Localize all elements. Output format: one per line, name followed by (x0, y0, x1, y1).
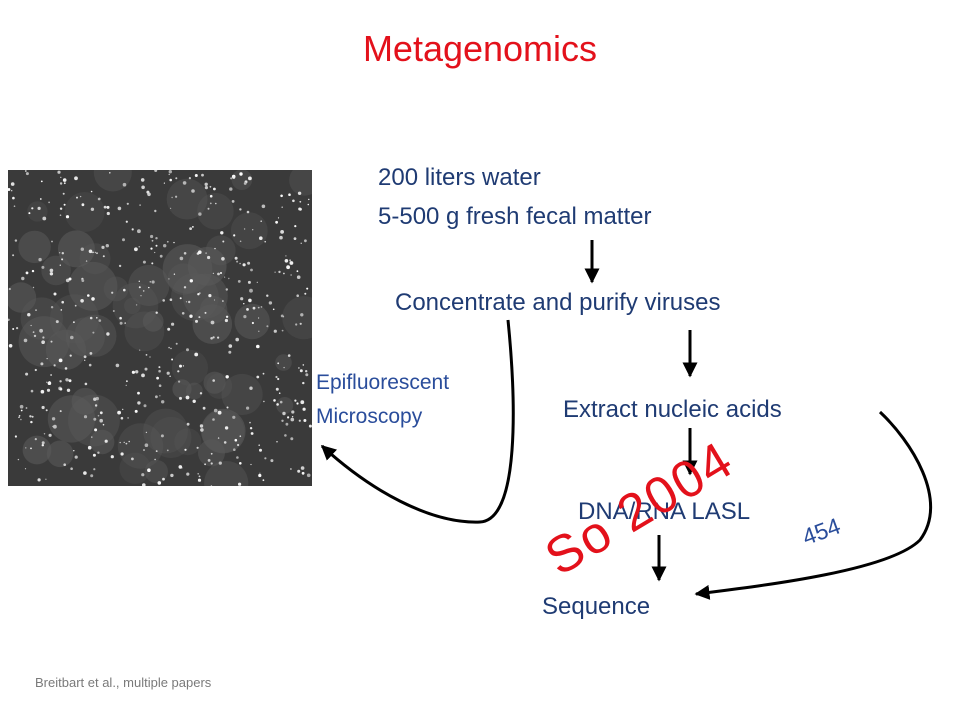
epifluorescent-micrograph (5, 153, 326, 506)
arrow-concentrate-to-microscopy (320, 319, 515, 524)
step-extract: Extract nucleic acids (563, 396, 782, 423)
citation: Breitbart et al., multiple papers (35, 675, 212, 690)
microscopy-label-line1: Epifluorescent (316, 371, 450, 394)
arrow-extract-to-sequence-454 (694, 410, 933, 600)
micrograph-particles (5, 153, 326, 506)
source-water: 200 liters water (378, 164, 541, 191)
step-sequence: Sequence (542, 593, 651, 620)
source-fecal: 5-500 g fresh fecal matter (378, 203, 652, 230)
slide-title: Metagenomics (362, 28, 598, 69)
step-amplify: DNA/RNA LASL (578, 498, 751, 525)
step-concentrate: Concentrate and purify viruses (395, 289, 721, 316)
microscopy-label-line2: Microscopy (316, 405, 423, 428)
